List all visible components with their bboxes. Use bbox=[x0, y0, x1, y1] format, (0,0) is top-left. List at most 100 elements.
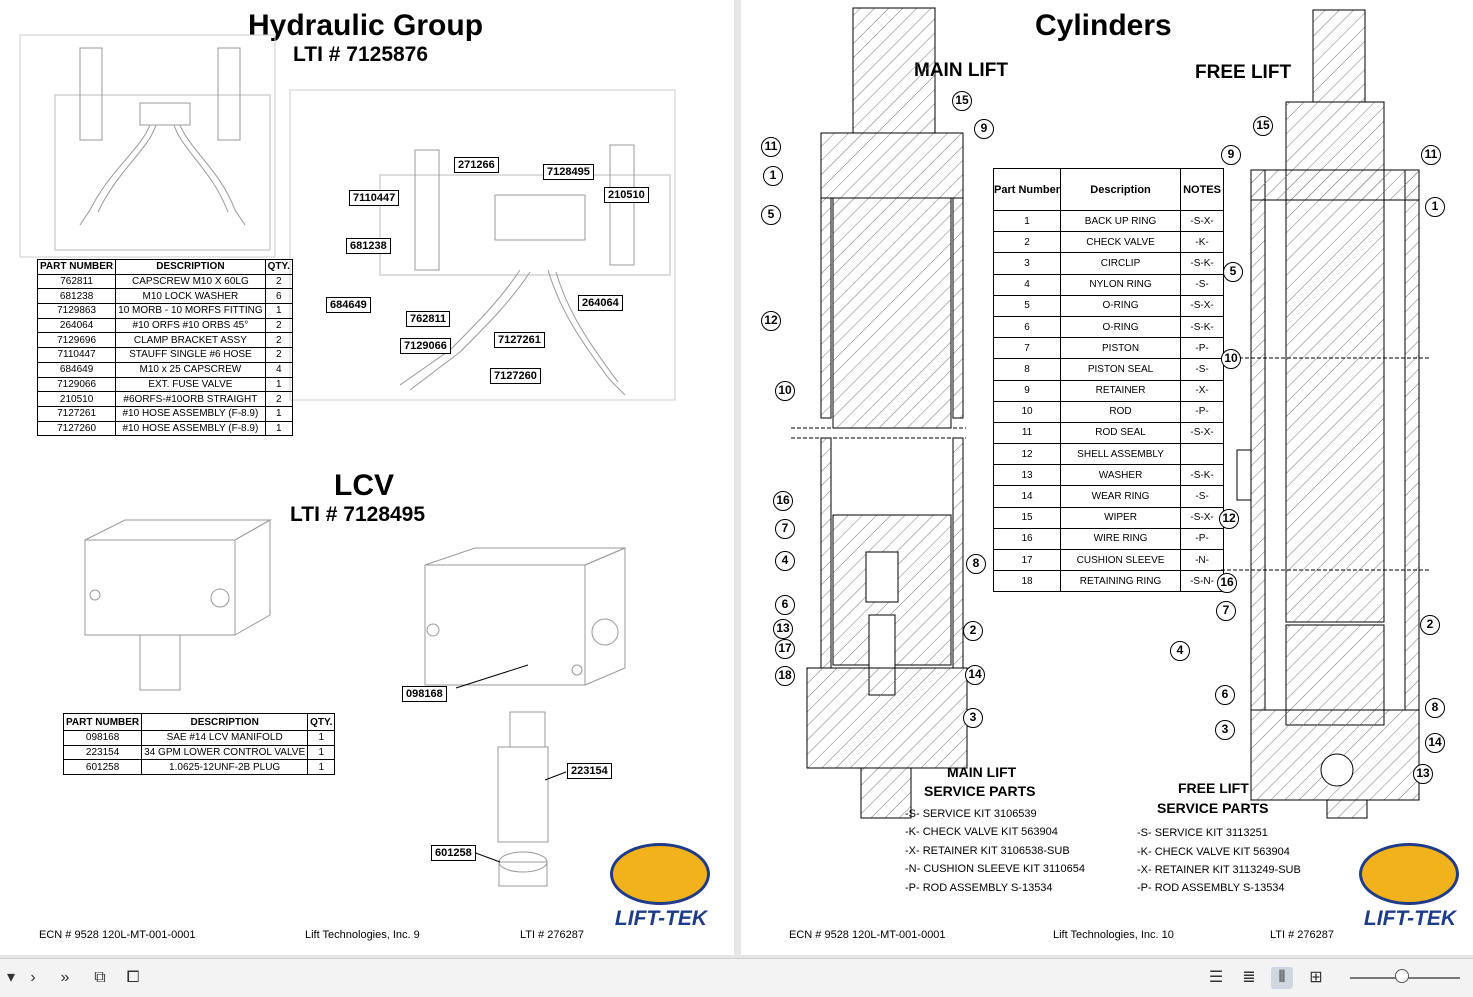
table-cell-qty: 1 bbox=[264, 405, 293, 422]
free-callout-7: 7 bbox=[1216, 601, 1236, 621]
table-cell-part: 11 bbox=[992, 421, 1062, 445]
footer-ecn: ECN # 9528 120L-MT-001-0001 bbox=[789, 929, 946, 941]
free-callout-5: 5 bbox=[1223, 262, 1243, 282]
free-callout-10: 10 bbox=[1221, 349, 1241, 369]
main-service-subtitle: SERVICE PARTS bbox=[924, 783, 1036, 799]
free-kit: -X- RETAINER KIT 3113249-SUB bbox=[1137, 864, 1301, 876]
main-kit: -X- RETAINER KIT 3106538-SUB bbox=[905, 845, 1070, 857]
viewer-toolbar: ▾ › » ⧉ ⧠ ☰ ≣ ⫴ ⊞ bbox=[0, 958, 1473, 997]
table-cell-notes: -S- bbox=[1180, 485, 1225, 508]
callout-223154: 223154 bbox=[567, 763, 612, 779]
table-cell-notes: -S- bbox=[1180, 358, 1225, 381]
table-cell-qty: 1 bbox=[307, 744, 336, 761]
table-cell-notes: -P- bbox=[1180, 337, 1225, 360]
free-callout-4: 4 bbox=[1170, 641, 1190, 661]
lift-tek-logo: LIFT-TEK bbox=[606, 843, 716, 933]
rotate-icon[interactable]: ⧉ bbox=[94, 969, 106, 986]
callout-264064: 264064 bbox=[578, 295, 623, 311]
table-cell-notes: -S-X- bbox=[1180, 209, 1225, 233]
col-description: DESCRIPTION bbox=[141, 713, 309, 731]
main-callout-14: 14 bbox=[965, 665, 985, 685]
table-cell-qty: 1 bbox=[307, 730, 336, 746]
table-cell-qty: 1 bbox=[264, 420, 293, 437]
table-cell-desc: CAPSCREW M10 X 60LG bbox=[115, 273, 266, 290]
table-cell-part: 7127260 bbox=[36, 420, 117, 437]
table-cell-desc: STAUFF SINGLE #6 HOSE bbox=[115, 347, 266, 363]
col-part-number: Part Number bbox=[992, 168, 1062, 211]
table-cell-desc: WEAR RING bbox=[1060, 485, 1182, 508]
table-cell-desc: CHECK VALVE bbox=[1060, 231, 1182, 254]
table-cell-part: 16 bbox=[992, 527, 1062, 551]
table-cell-desc: M10 LOCK WASHER bbox=[115, 288, 266, 305]
callout-684649: 684649 bbox=[326, 297, 371, 313]
main-callout-4: 4 bbox=[775, 551, 795, 571]
table-row: 264064#10 ORFS #10 ORBS 45°2 bbox=[36, 317, 293, 334]
table-cell-desc: O-RING bbox=[1060, 315, 1182, 339]
last-page-icon[interactable]: » bbox=[60, 969, 70, 986]
grid-view-icon[interactable]: ⊞ bbox=[1309, 969, 1323, 986]
single-page-icon[interactable]: ☰ bbox=[1208, 969, 1224, 986]
callout-098168: 098168 bbox=[402, 686, 447, 702]
table-cell-notes: -X- bbox=[1180, 379, 1225, 402]
two-page-icon[interactable]: ⫴ bbox=[1271, 967, 1293, 989]
table-cell-notes: -S-X- bbox=[1180, 294, 1225, 317]
zoom-slider-thumb[interactable] bbox=[1395, 969, 1409, 983]
free-kit: -K- CHECK VALVE KIT 563904 bbox=[1137, 846, 1290, 858]
main-kit: -N- CUSHION SLEEVE KIT 3110654 bbox=[905, 863, 1085, 875]
table-cell-part: 10 bbox=[992, 400, 1062, 423]
table-cell-part: 7110447 bbox=[36, 347, 117, 363]
table-cell-notes: -K- bbox=[1180, 231, 1225, 254]
table-cell-part: 12 bbox=[992, 443, 1062, 466]
table-cell-desc: CUSHION SLEEVE bbox=[1060, 548, 1182, 572]
next-page-icon[interactable]: › bbox=[30, 969, 36, 986]
continuous-icon[interactable]: ≣ bbox=[1242, 969, 1256, 986]
callout-210510: 210510 bbox=[604, 187, 649, 203]
table-cell-part: 17 bbox=[992, 548, 1062, 572]
table-cell-desc: PISTON SEAL bbox=[1060, 358, 1182, 381]
table-cell-part: 8 bbox=[992, 358, 1062, 381]
chevron-down-icon[interactable]: ▾ bbox=[6, 969, 16, 986]
table-cell-desc: 34 GPM LOWER CONTROL VALVE bbox=[141, 744, 309, 761]
table-cell-desc: SHELL ASSEMBLY bbox=[1060, 443, 1182, 466]
logo-arrows-icon bbox=[610, 843, 710, 905]
table-cell-part: 2 bbox=[992, 231, 1062, 254]
col-part-number: PART NUMBER bbox=[62, 713, 143, 731]
table-cell-desc: ROD SEAL bbox=[1060, 421, 1182, 445]
page-9: Hydraulic Group LTI # 7125876 bbox=[0, 0, 734, 955]
logo-arrows-icon bbox=[1359, 843, 1459, 905]
table-row: 7127261#10 HOSE ASSEMBLY (F-8.9)1 bbox=[36, 405, 293, 422]
extract-icon[interactable]: ⧠ bbox=[126, 969, 140, 986]
table-cell-qty: 6 bbox=[264, 288, 293, 305]
main-kit: -K- CHECK VALVE KIT 563904 bbox=[905, 826, 1058, 838]
main-callout-9: 9 bbox=[974, 119, 994, 139]
table-cell-part: 14 bbox=[992, 485, 1062, 508]
table-cell-desc: NYLON RING bbox=[1060, 273, 1182, 296]
col-description: Description bbox=[1060, 168, 1182, 211]
table-cell-notes: -S- bbox=[1180, 273, 1225, 296]
table-cell-qty: 2 bbox=[264, 273, 293, 290]
col-qty: QTY. bbox=[264, 259, 293, 275]
table-cell-part: 3 bbox=[992, 252, 1062, 275]
col-qty: QTY. bbox=[307, 713, 336, 731]
table-cell-part: 7 bbox=[992, 337, 1062, 360]
table-cell-part: 9 bbox=[992, 379, 1062, 402]
free-callout-12: 12 bbox=[1219, 509, 1239, 529]
table-cell-notes: -S-K- bbox=[1180, 252, 1225, 275]
free-callout-16: 16 bbox=[1217, 573, 1237, 593]
main-callout-1: 1 bbox=[763, 166, 783, 186]
free-kit: -P- ROD ASSEMBLY S-13534 bbox=[1137, 882, 1285, 894]
